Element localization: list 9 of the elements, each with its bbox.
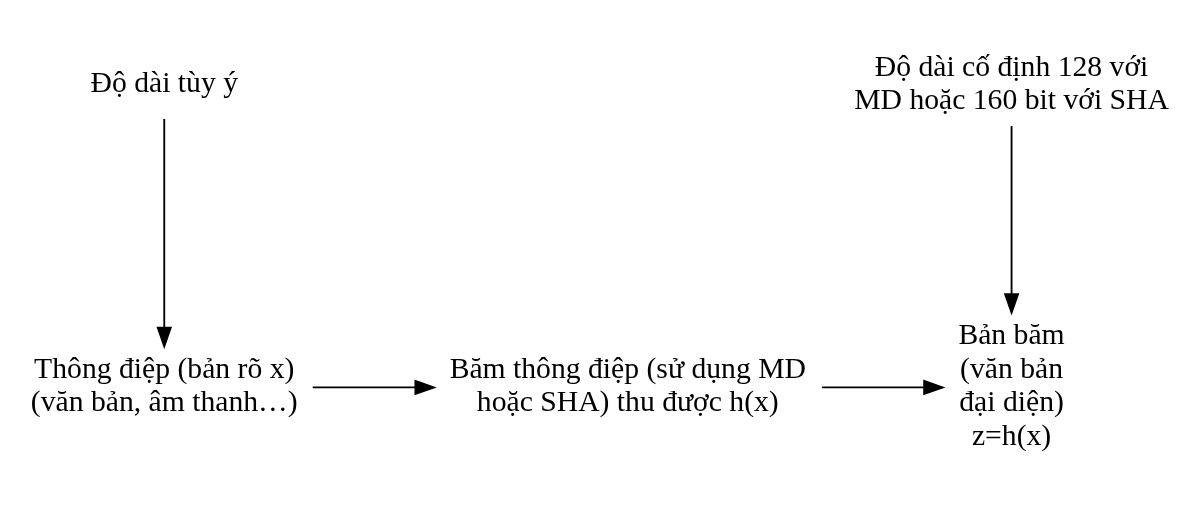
node-text: Bản băm (văn bản đại diện) z=h(x) <box>958 318 1065 451</box>
node-text: Độ dài cố định 128 với MD hoặc 160 bit với SHA <box>854 49 1169 115</box>
arrow <box>311 379 437 396</box>
arrow <box>1003 125 1020 316</box>
arrow <box>156 118 173 350</box>
node-text: Băm thông điệp (sử dụng MD hoặc SHA) thu được h(x) <box>449 351 806 418</box>
node-text: Thông điệp (bản rõ x) (văn bản, âm thanh…) <box>30 351 298 418</box>
arrow <box>821 379 946 396</box>
node-text: Độ dài tùy ý <box>90 66 238 99</box>
